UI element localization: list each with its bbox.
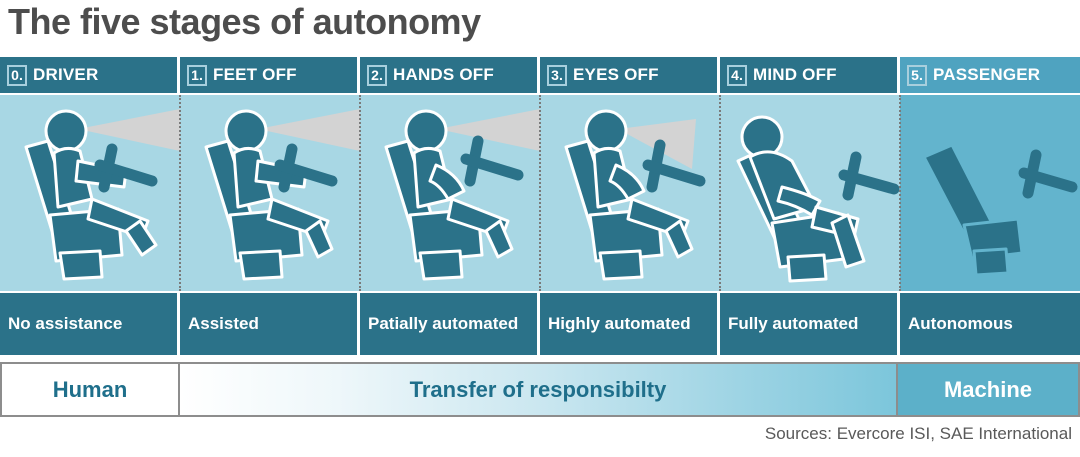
- responsibility-bar: Human Transfer of responsibilty Machine: [0, 362, 1080, 417]
- stage-name-label: EYES OFF: [573, 65, 659, 84]
- shin-shape: [304, 219, 334, 259]
- gaze-cone-icon: [258, 109, 360, 151]
- panel-divider: [179, 95, 181, 291]
- responsibility-transfer-cell: Transfer of responsibilty: [180, 364, 898, 415]
- stage-header-1[interactable]: 1. FEET OFF: [180, 57, 360, 93]
- stage-name-label: PASSENGER: [933, 65, 1041, 84]
- stage-name-label: DRIVER: [33, 65, 99, 84]
- stage-number-badge: 0.: [7, 64, 27, 86]
- steering-wheel-icon: [838, 151, 900, 201]
- responsibility-human-cell: Human: [2, 364, 180, 415]
- driver-figure-icon: [204, 109, 360, 281]
- head-shape: [44, 109, 88, 153]
- stage-header-2[interactable]: 2. HANDS OFF: [360, 57, 540, 93]
- stage-name-label: MIND OFF: [753, 65, 837, 84]
- stage-number-badge: 2.: [367, 64, 387, 86]
- driver-figure-icon: [384, 109, 540, 281]
- gaze-cone-icon: [78, 109, 180, 151]
- stage-illustration-4: [720, 95, 900, 291]
- stage-header-4[interactable]: 4. MIND OFF: [720, 57, 900, 93]
- steering-wheel-icon: [642, 139, 706, 193]
- seat-pedestal-shape: [972, 247, 1010, 277]
- illustration-band: [0, 95, 1080, 291]
- page-title: The five stages of autonomy: [8, 1, 481, 42]
- transfer-label: Transfer of responsibilty: [409, 376, 667, 402]
- stage-description-3: Highly automated: [540, 293, 720, 355]
- stage-description-4: Fully automated: [720, 293, 900, 355]
- steering-wheel-icon: [94, 143, 158, 193]
- steering-wheel-icon: [274, 143, 338, 193]
- stage-illustration-0: [0, 95, 180, 291]
- driver-figure-icon: [564, 109, 706, 281]
- driver-figure-icon: [736, 115, 900, 283]
- stage-header-row: 0. DRIVER 1. FEET OFF 2. HANDS OFF 3. EY…: [0, 57, 1080, 93]
- shin-shape: [664, 219, 694, 259]
- stage-illustration-1: [180, 95, 360, 291]
- arm-resting-shape: [776, 185, 822, 217]
- panel-divider: [359, 95, 361, 291]
- panel-divider: [899, 95, 901, 291]
- arm-resting-shape: [608, 163, 646, 201]
- empty-seat-icon: [922, 143, 1078, 277]
- stage-header-5[interactable]: 5. PASSENGER: [900, 57, 1080, 93]
- stage-number-badge: 1.: [187, 64, 207, 86]
- arm-resting-shape: [428, 163, 466, 201]
- stage-description-5: Autonomous: [900, 293, 1080, 355]
- responsibility-machine-cell: Machine: [898, 364, 1078, 415]
- seat-pedestal-shape: [598, 249, 644, 281]
- stage-description-row: No assistance Assisted Patially automate…: [0, 293, 1080, 355]
- stage-name-label: FEET OFF: [213, 65, 297, 84]
- seat-pedestal-shape: [238, 249, 284, 281]
- stage-number-badge: 4.: [727, 64, 747, 86]
- stage-description-label: Fully automated: [728, 314, 859, 333]
- shin-raised-shape: [830, 213, 866, 269]
- seat-pedestal-shape: [786, 253, 828, 283]
- stage-header-3[interactable]: 3. EYES OFF: [540, 57, 720, 93]
- stage-illustration-2: [360, 95, 540, 291]
- stage-description-2: Patially automated: [360, 293, 540, 355]
- seat-pedestal-shape: [58, 249, 104, 281]
- head-shape: [404, 109, 448, 153]
- steering-wheel-icon: [460, 135, 524, 187]
- stage-description-label: Autonomous: [908, 314, 1013, 333]
- sources-note: Sources: Evercore ISI, SAE International: [764, 424, 1072, 443]
- stage-number-badge: 5.: [907, 64, 927, 86]
- stage-description-label: Assisted: [188, 314, 259, 333]
- panel-divider: [539, 95, 541, 291]
- human-label: Human: [52, 376, 128, 402]
- stage-header-0[interactable]: 0. DRIVER: [0, 57, 180, 93]
- stage-name-label: HANDS OFF: [393, 65, 494, 84]
- stage-illustration-5: [900, 95, 1080, 291]
- head-shape: [224, 109, 268, 153]
- stage-number-badge: 3.: [547, 64, 567, 86]
- stage-description-label: Highly automated: [548, 314, 691, 333]
- stage-description-1: Assisted: [180, 293, 360, 355]
- machine-label: Machine: [943, 376, 1033, 402]
- gaze-cone-icon: [438, 109, 540, 151]
- head-shape: [584, 109, 628, 153]
- driver-figure-icon: [24, 109, 180, 281]
- seat-pedestal-shape: [418, 249, 464, 281]
- stage-description-0: No assistance: [0, 293, 180, 355]
- shin-shape: [484, 219, 514, 259]
- panel-divider: [719, 95, 721, 291]
- stage-illustration-3: [540, 95, 720, 291]
- stage-description-label: Patially automated: [368, 314, 519, 333]
- steering-wheel-icon: [1018, 149, 1078, 199]
- shin-shape: [124, 219, 158, 257]
- stage-description-label: No assistance: [8, 314, 123, 333]
